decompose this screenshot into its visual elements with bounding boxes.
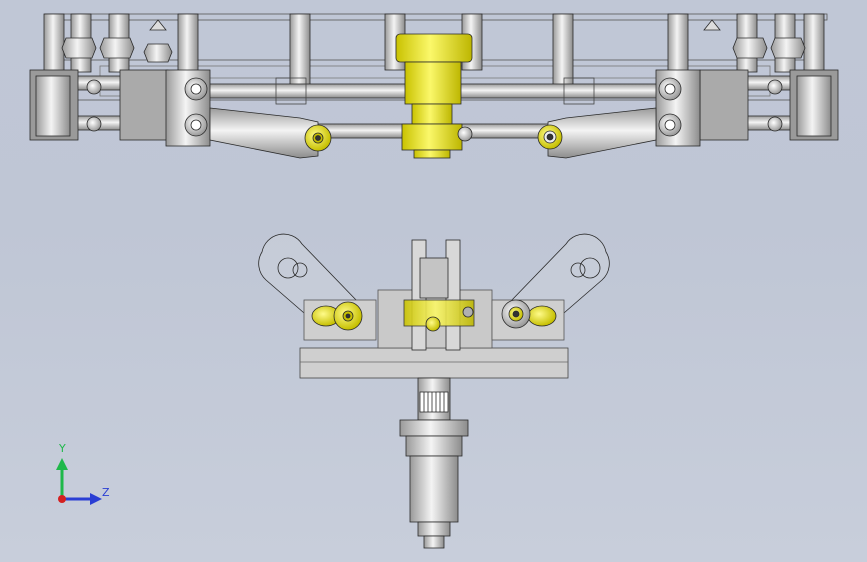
top-assembly[interactable] bbox=[29, 13, 839, 159]
y-axis-label: Y bbox=[59, 442, 66, 455]
front-assembly[interactable] bbox=[258, 233, 610, 549]
orientation-triad bbox=[56, 458, 102, 505]
left-swing-arm[interactable] bbox=[258, 233, 377, 341]
right-swing-arm[interactable] bbox=[491, 233, 610, 341]
z-axis-label: Z bbox=[102, 486, 110, 499]
